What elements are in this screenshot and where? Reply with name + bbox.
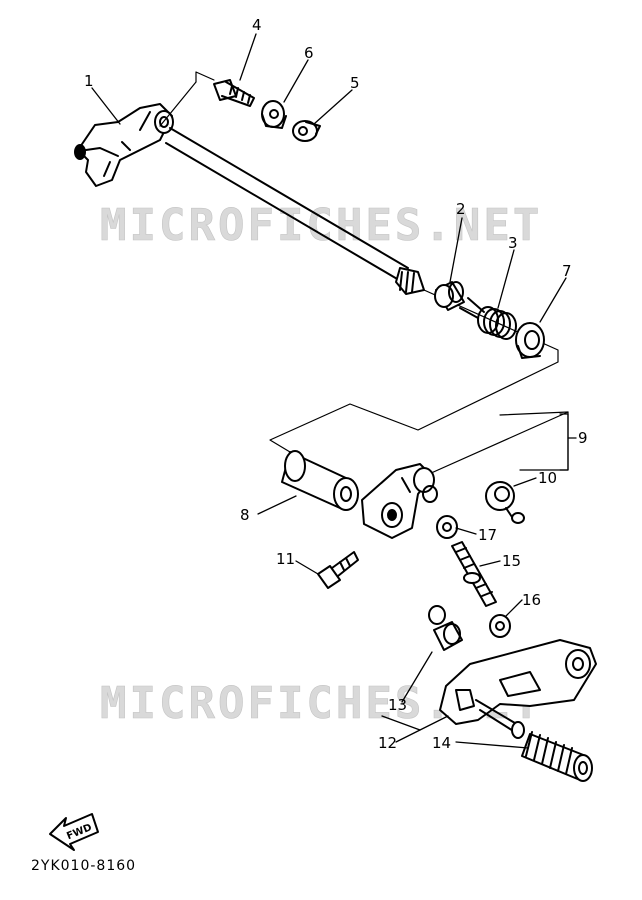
- callout-16: 16: [522, 591, 541, 609]
- callout-14: 14: [432, 734, 451, 752]
- part-13-bushing: [428, 605, 463, 651]
- part-17-nut: [436, 515, 458, 539]
- part-16-nut: [489, 614, 511, 638]
- callout-2: 2: [456, 200, 466, 218]
- callout-6: 6: [304, 44, 314, 62]
- callout-15: 15: [502, 552, 521, 570]
- callout-13: 13: [388, 696, 407, 714]
- callout-8: 8: [240, 506, 250, 524]
- part-7-oil-seal: [515, 322, 545, 359]
- callout-7: 7: [562, 262, 572, 280]
- part-10-rod-end: [485, 481, 525, 524]
- watermark-top: MICROFICHES.NET: [100, 200, 542, 251]
- part-8-cylinder: [281, 450, 359, 511]
- callout-5: 5: [350, 74, 360, 92]
- callout-17: 17: [478, 526, 497, 544]
- callout-1: 1: [84, 72, 94, 90]
- part-9-shift-lever: [361, 463, 438, 539]
- part-1-shift-arm: [74, 103, 174, 187]
- part-6-nut: [261, 100, 287, 129]
- callout-3: 3: [508, 234, 518, 252]
- callout-4: 4: [252, 16, 262, 34]
- fwd-arrow-icon: FWD: [49, 813, 99, 851]
- part-14-pedal-rubber: [521, 731, 593, 782]
- leader-lines: [91, 33, 567, 749]
- part-3-spring: [459, 297, 517, 340]
- part-11-bolt: [317, 551, 359, 589]
- callout-11: 11: [276, 550, 295, 568]
- callout-9: 9: [578, 429, 588, 447]
- callout-10: 10: [538, 469, 557, 487]
- callout-12: 12: [378, 734, 397, 752]
- callout-labels: 1 2 3 4 5 6 7 8 9 10 11 12 13 14 15 16 1…: [84, 16, 588, 752]
- shift-shaft: [165, 127, 425, 295]
- part-12-shift-pedal: [439, 639, 597, 739]
- part-5-lock-washer: [292, 120, 321, 142]
- bracket-9: [559, 413, 569, 471]
- part-4-bolt: [213, 79, 255, 107]
- diagram-code: 2YK010-8160: [31, 858, 137, 874]
- part-15-tie-rod: [451, 541, 497, 607]
- part-2-collar: [434, 281, 465, 311]
